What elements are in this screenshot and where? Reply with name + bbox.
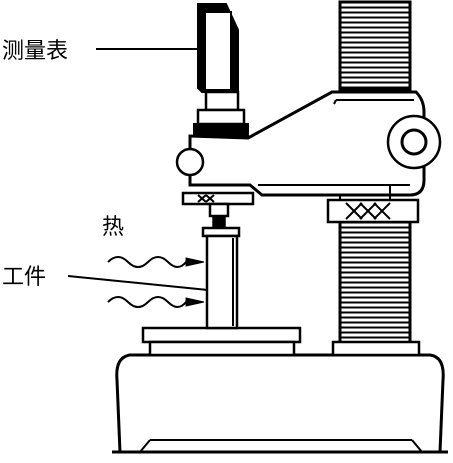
dial-gauge xyxy=(193,3,249,137)
column-foot xyxy=(331,340,421,357)
workpiece-leader-line xyxy=(67,275,209,291)
anvil-block xyxy=(181,191,255,229)
gauge-label: 测量表 xyxy=(2,39,68,64)
side-knob xyxy=(175,147,205,177)
arm-pivot-knob xyxy=(386,114,442,170)
workpiece-label: 工件 xyxy=(2,265,46,290)
heat-label: 热 xyxy=(102,215,124,240)
base xyxy=(112,353,448,454)
work-table xyxy=(141,326,302,357)
column-upper-threads xyxy=(338,0,412,92)
heat-arrow-lower xyxy=(185,297,205,307)
column-lower-threads xyxy=(338,220,412,346)
workpiece xyxy=(201,226,241,330)
collar-cross-hatch xyxy=(345,202,391,220)
column xyxy=(326,0,421,357)
heat-arrow-upper xyxy=(185,257,205,267)
arm xyxy=(188,90,442,200)
heat-waves xyxy=(107,256,205,308)
column-clamp-collar xyxy=(326,198,420,224)
